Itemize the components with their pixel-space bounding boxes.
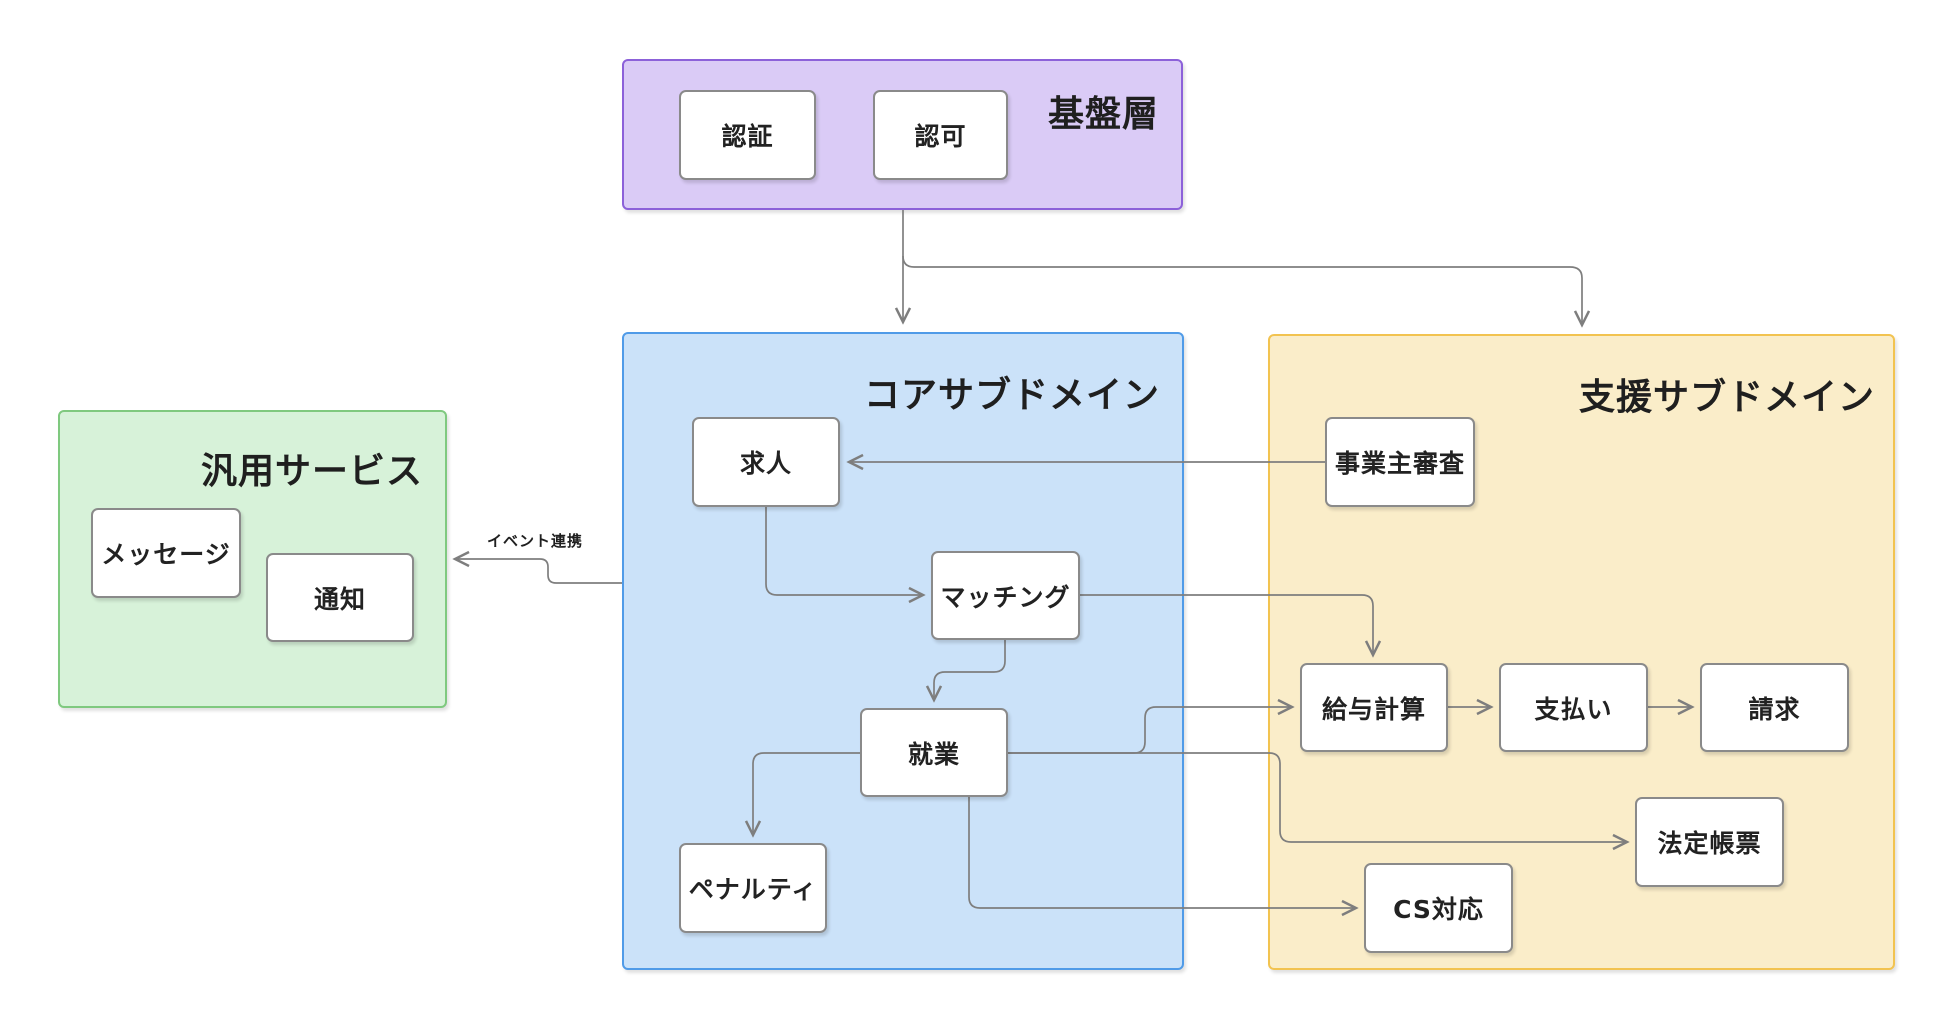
container-generic-title: 汎用サービス [200,451,423,492]
node-payroll[interactable]: 給与計算 [1300,663,1448,752]
node-auth[interactable]: 認証 [679,90,816,180]
node-payment[interactable]: 支払い [1499,663,1648,752]
node-cs[interactable]: CS対応 [1364,863,1513,953]
node-review-label: 事業主審査 [1334,449,1465,478]
edge-foundation-to-support [902,255,1582,325]
node-notification[interactable]: 通知 [266,553,414,642]
node-billing[interactable]: 請求 [1700,663,1849,752]
node-penalty-label: ペナルティ [688,875,818,904]
node-payroll-label: 給与計算 [1321,694,1426,724]
event-link-edge-label: イベント連携 [486,532,584,550]
node-authz[interactable]: 認可 [873,90,1008,180]
node-review[interactable]: 事業主審査 [1325,417,1475,507]
node-legal-label: 法定帳票 [1657,829,1762,858]
node-billing-label: 請求 [1748,694,1801,724]
node-auth-label: 認証 [721,122,774,151]
node-matching[interactable]: マッチング [931,551,1080,640]
node-job[interactable]: 求人 [692,417,840,507]
node-notification-label: 通知 [313,584,366,614]
node-job-label: 求人 [739,449,792,478]
node-penalty[interactable]: ペナルティ [679,843,827,933]
node-matching-label: マッチング [940,582,1071,612]
node-message-label: メッセージ [101,540,231,569]
node-authz-label: 認可 [914,122,967,151]
node-legal[interactable]: 法定帳票 [1635,797,1784,887]
node-payment-label: 支払い [1534,694,1613,724]
container-foundation-title: 基盤層 [1047,94,1159,135]
container-support-title: 支援サブドメイン [1578,377,1875,418]
edge-core-to-generic-event [455,559,622,584]
node-message[interactable]: メッセージ [91,508,241,598]
node-cs-label: CS対応 [1393,895,1484,924]
container-core-title: コアサブドメイン [863,375,1160,416]
node-employment-label: 就業 [907,739,960,769]
node-employment[interactable]: 就業 [860,708,1008,797]
